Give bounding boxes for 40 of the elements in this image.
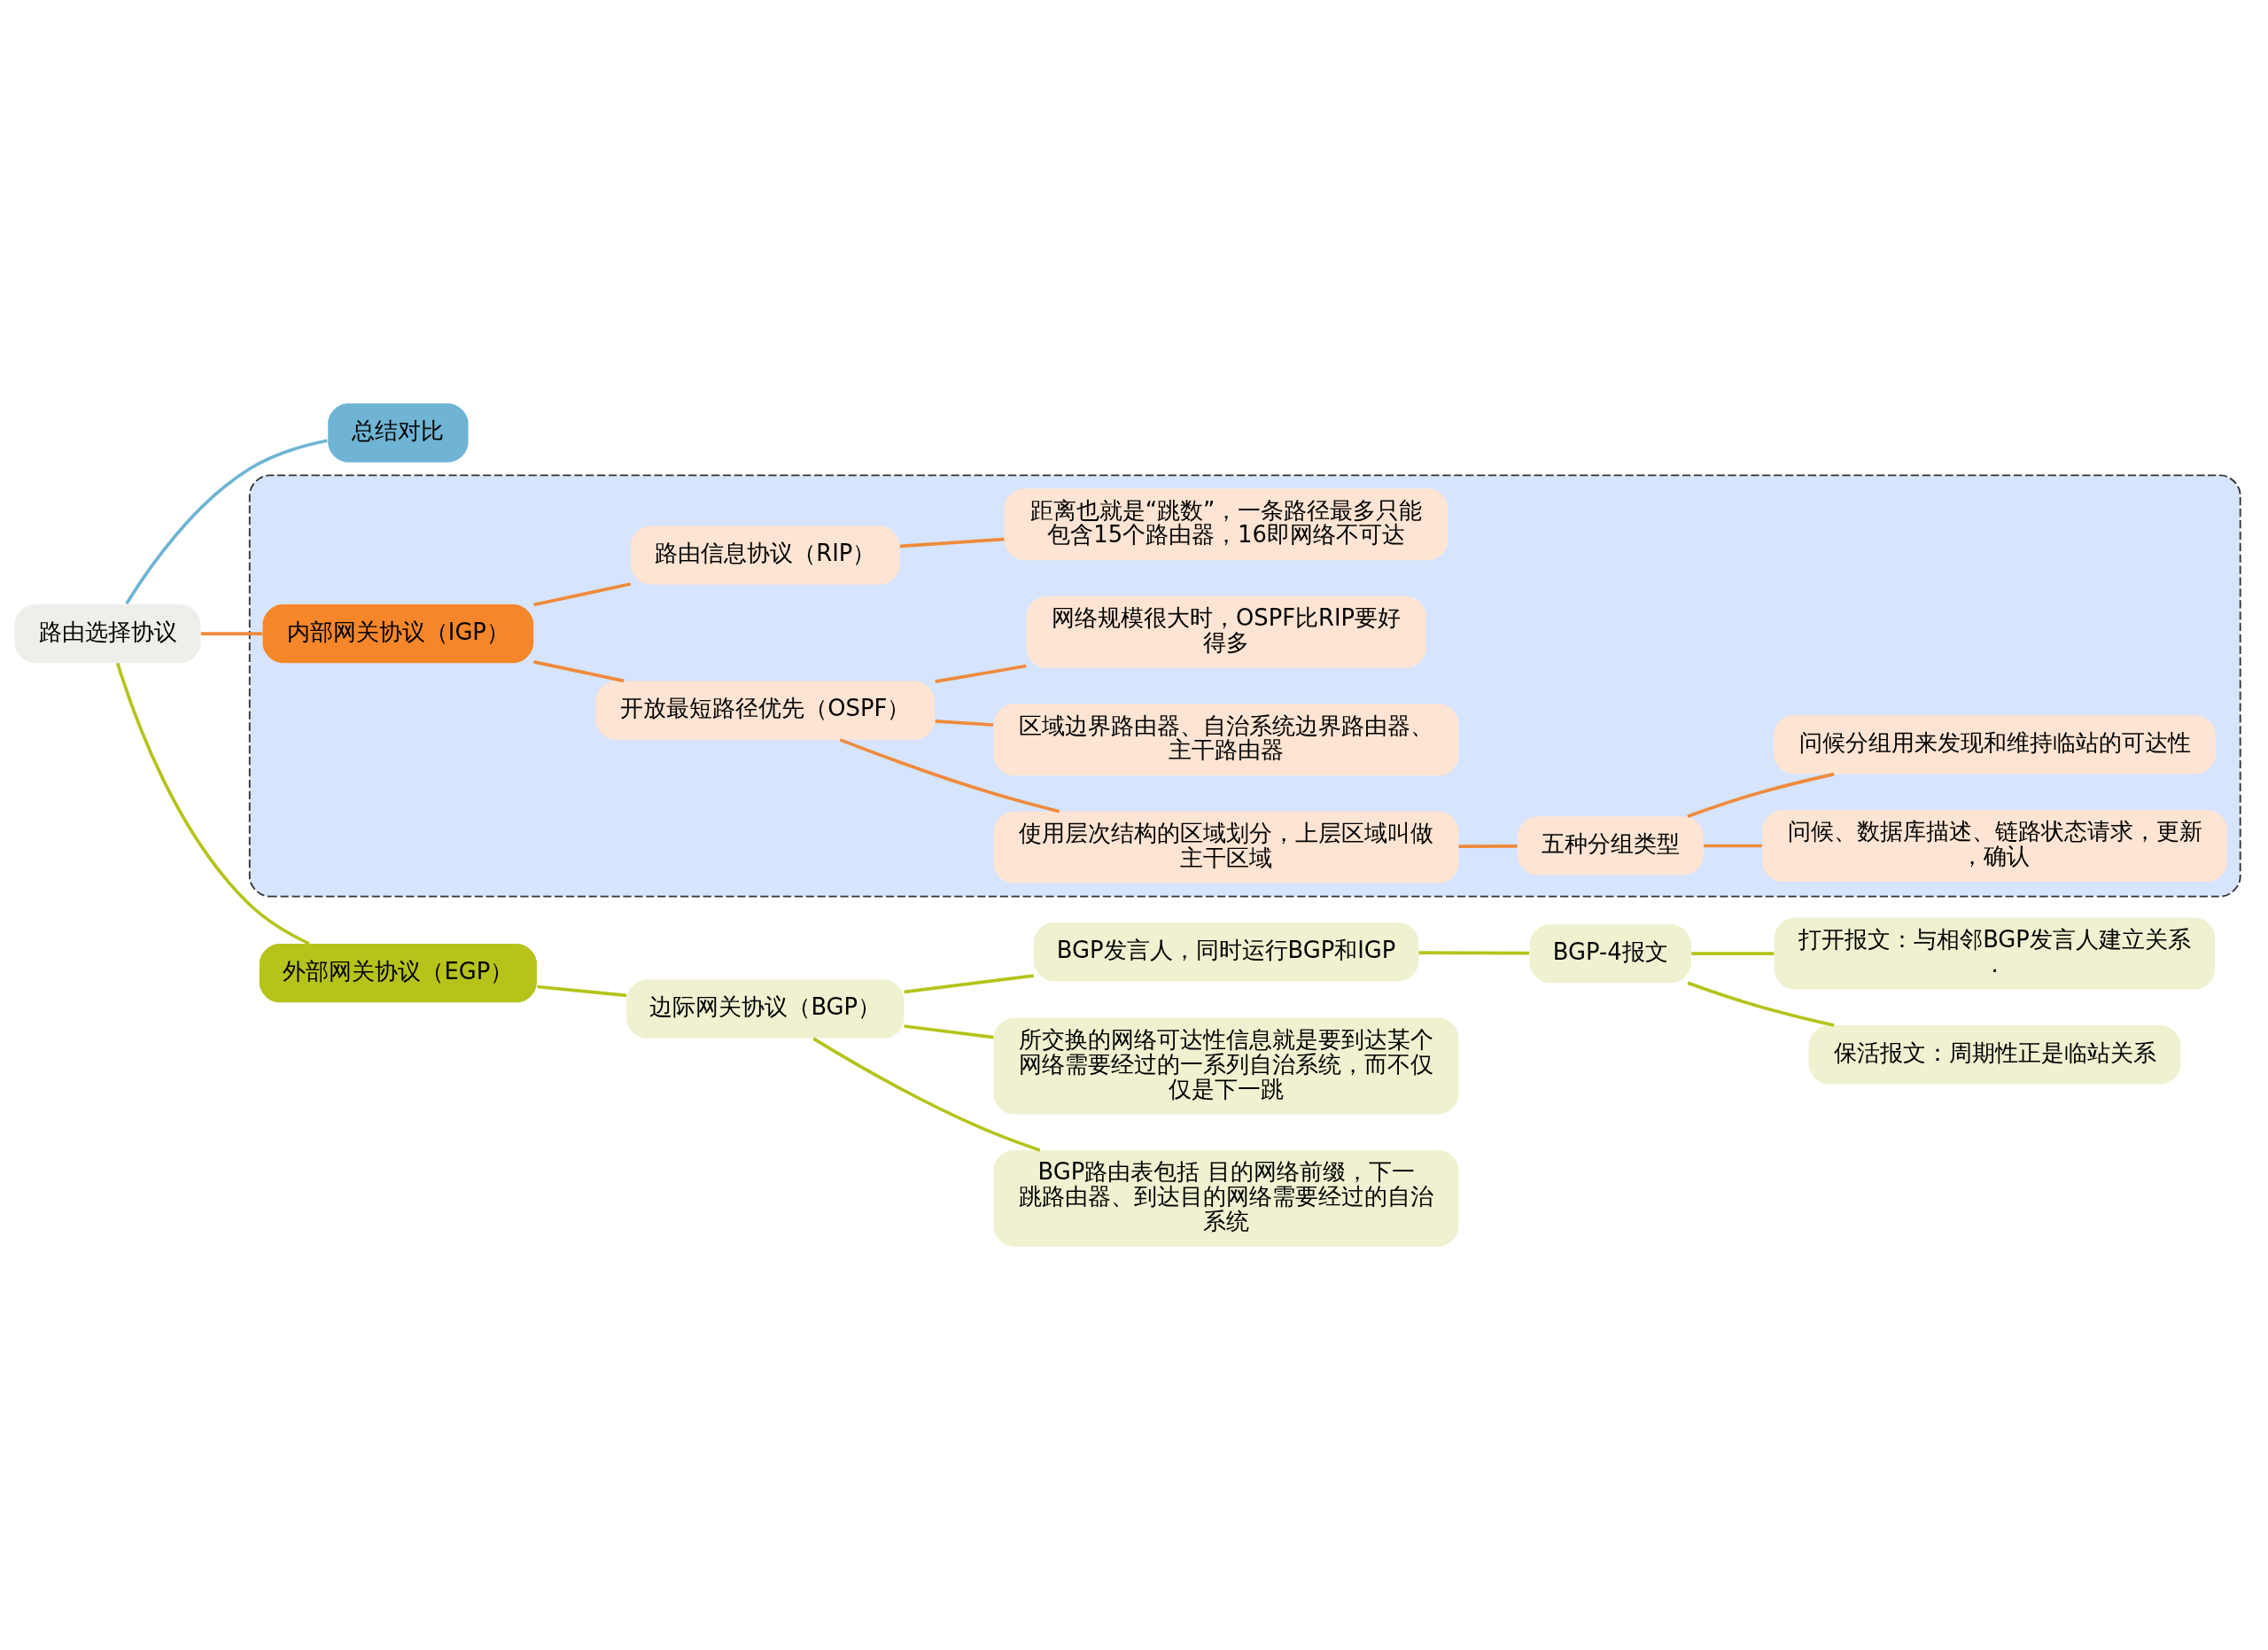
connector	[116, 662, 310, 946]
connector	[1458, 844, 1518, 849]
connector	[1704, 844, 1762, 848]
node-box: BGP路由表包括 目的网络前缀，下一跳路由器、到达目的网络需要经过的自治系统	[993, 1149, 1459, 1247]
node-box: 网络规模很大时，OSPF比RIP要好得多	[1026, 595, 1426, 668]
connector	[839, 738, 1060, 813]
node-box: 问候分组用来发现和维持临站的可达性	[1773, 715, 2217, 774]
node-box: 路由选择协议	[14, 603, 201, 664]
node-box: BGP发言人，同时运行BGP和IGP	[1033, 922, 1419, 982]
connector	[935, 720, 994, 727]
connector	[935, 664, 1027, 683]
node-box: 区域边界路由器、自治系统边界路由器、主干路由器	[993, 704, 1459, 776]
connector	[537, 985, 627, 998]
node-box: 所交换的网络可达性信息就是要到达某个网络需要经过的一系列自治系统，而不仅仅是下一跳	[993, 1017, 1459, 1115]
node-box: 外部网关协议（EGP）	[259, 944, 537, 1003]
connector	[812, 1037, 1041, 1152]
connector	[200, 632, 262, 635]
connector	[1691, 952, 1775, 955]
node-box: BGP-4报文	[1529, 923, 1691, 984]
connector	[533, 582, 632, 607]
connector	[899, 537, 1005, 549]
connector	[904, 1024, 994, 1039]
node-box: 保活报文：周期性正是临站关系	[1808, 1025, 2181, 1085]
node-box: 内部网关协议（IGP）	[262, 603, 534, 664]
node-box: 开放最短路径优先（OSPF）	[595, 681, 936, 740]
connector	[125, 439, 328, 605]
node-box: 使用层次结构的区域划分，上层区域叫做主干区域	[993, 811, 1459, 883]
connector	[904, 974, 1034, 994]
node-box: 打开报文：与相邻BGP发言人建立关系.	[1774, 917, 2216, 990]
connector	[1687, 772, 1835, 818]
node-box: 总结对比	[328, 403, 469, 463]
node-box: 边际网关协议（BGP）	[626, 979, 905, 1039]
connector	[1687, 981, 1835, 1027]
node-box: 问候、数据库描述、链路状态请求，更新，确认	[1762, 809, 2227, 882]
cluster	[248, 474, 2241, 898]
connector	[533, 660, 625, 683]
node-box: 路由信息协议（RIP）	[630, 525, 900, 585]
node-box: 五种分组类型	[1517, 816, 1704, 876]
connector	[1418, 951, 1530, 955]
node-box: 距离也就是“跳数”，一条路径最多只能包含15个路由器，16即网络不可达	[1004, 488, 1449, 561]
